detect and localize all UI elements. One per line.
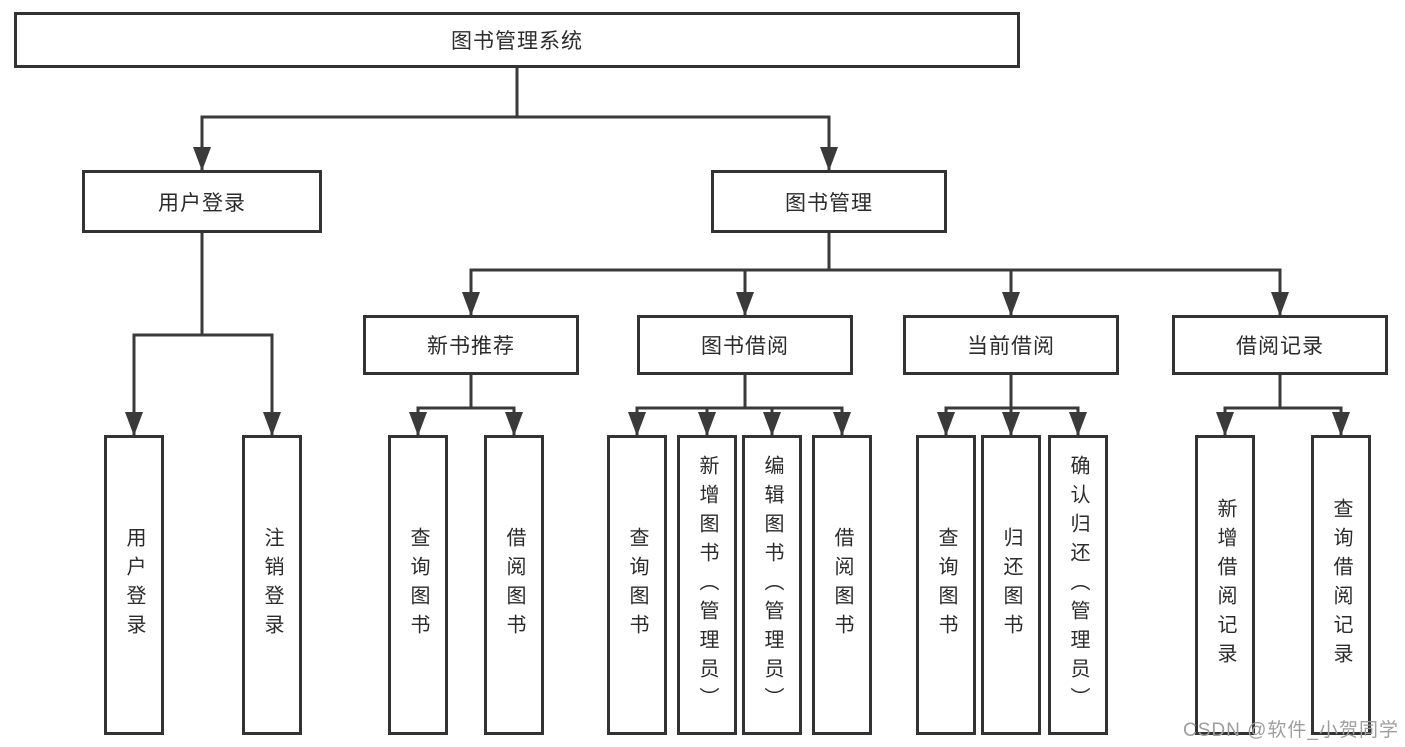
node-library-management-system: 图书管理系统 — [14, 12, 1020, 68]
leaf-user-login: 用户登录 — [104, 435, 164, 735]
leaf-borrow-books: 借阅图书 — [812, 435, 872, 735]
node-current-borrowing: 当前借阅 — [903, 315, 1119, 375]
leaf-borrow-books-recommend: 借阅图书 — [484, 435, 544, 735]
connector-arrows — [125, 117, 1350, 436]
node-book-borrowing: 图书借阅 — [637, 315, 853, 375]
leaf-confirm-return-admin: 确认归还（管理员） — [1048, 435, 1108, 735]
node-user-login: 用户登录 — [82, 170, 322, 233]
node-new-book-recommend: 新书推荐 — [363, 315, 579, 375]
leaf-query-books-recommend: 查询图书 — [388, 435, 448, 735]
leaf-add-book-admin: 新增图书（管理员） — [677, 435, 737, 735]
leaf-query-books-current: 查询图书 — [916, 435, 976, 735]
watermark: CSDN @软件_小贺同学 — [1183, 720, 1399, 741]
leaf-query-borrow-record: 查询借阅记录 — [1311, 435, 1371, 735]
leaf-add-borrow-record: 新增借阅记录 — [1195, 435, 1255, 735]
leaf-return-books: 归还图书 — [981, 435, 1041, 735]
leaf-edit-book-admin: 编辑图书（管理员） — [742, 435, 802, 735]
connector-trunks — [132, 66, 1343, 410]
leaf-logout: 注销登录 — [242, 435, 302, 735]
node-book-management: 图书管理 — [711, 170, 947, 233]
leaf-query-books-borrow: 查询图书 — [607, 435, 667, 735]
node-borrowing-records: 借阅记录 — [1172, 315, 1388, 375]
